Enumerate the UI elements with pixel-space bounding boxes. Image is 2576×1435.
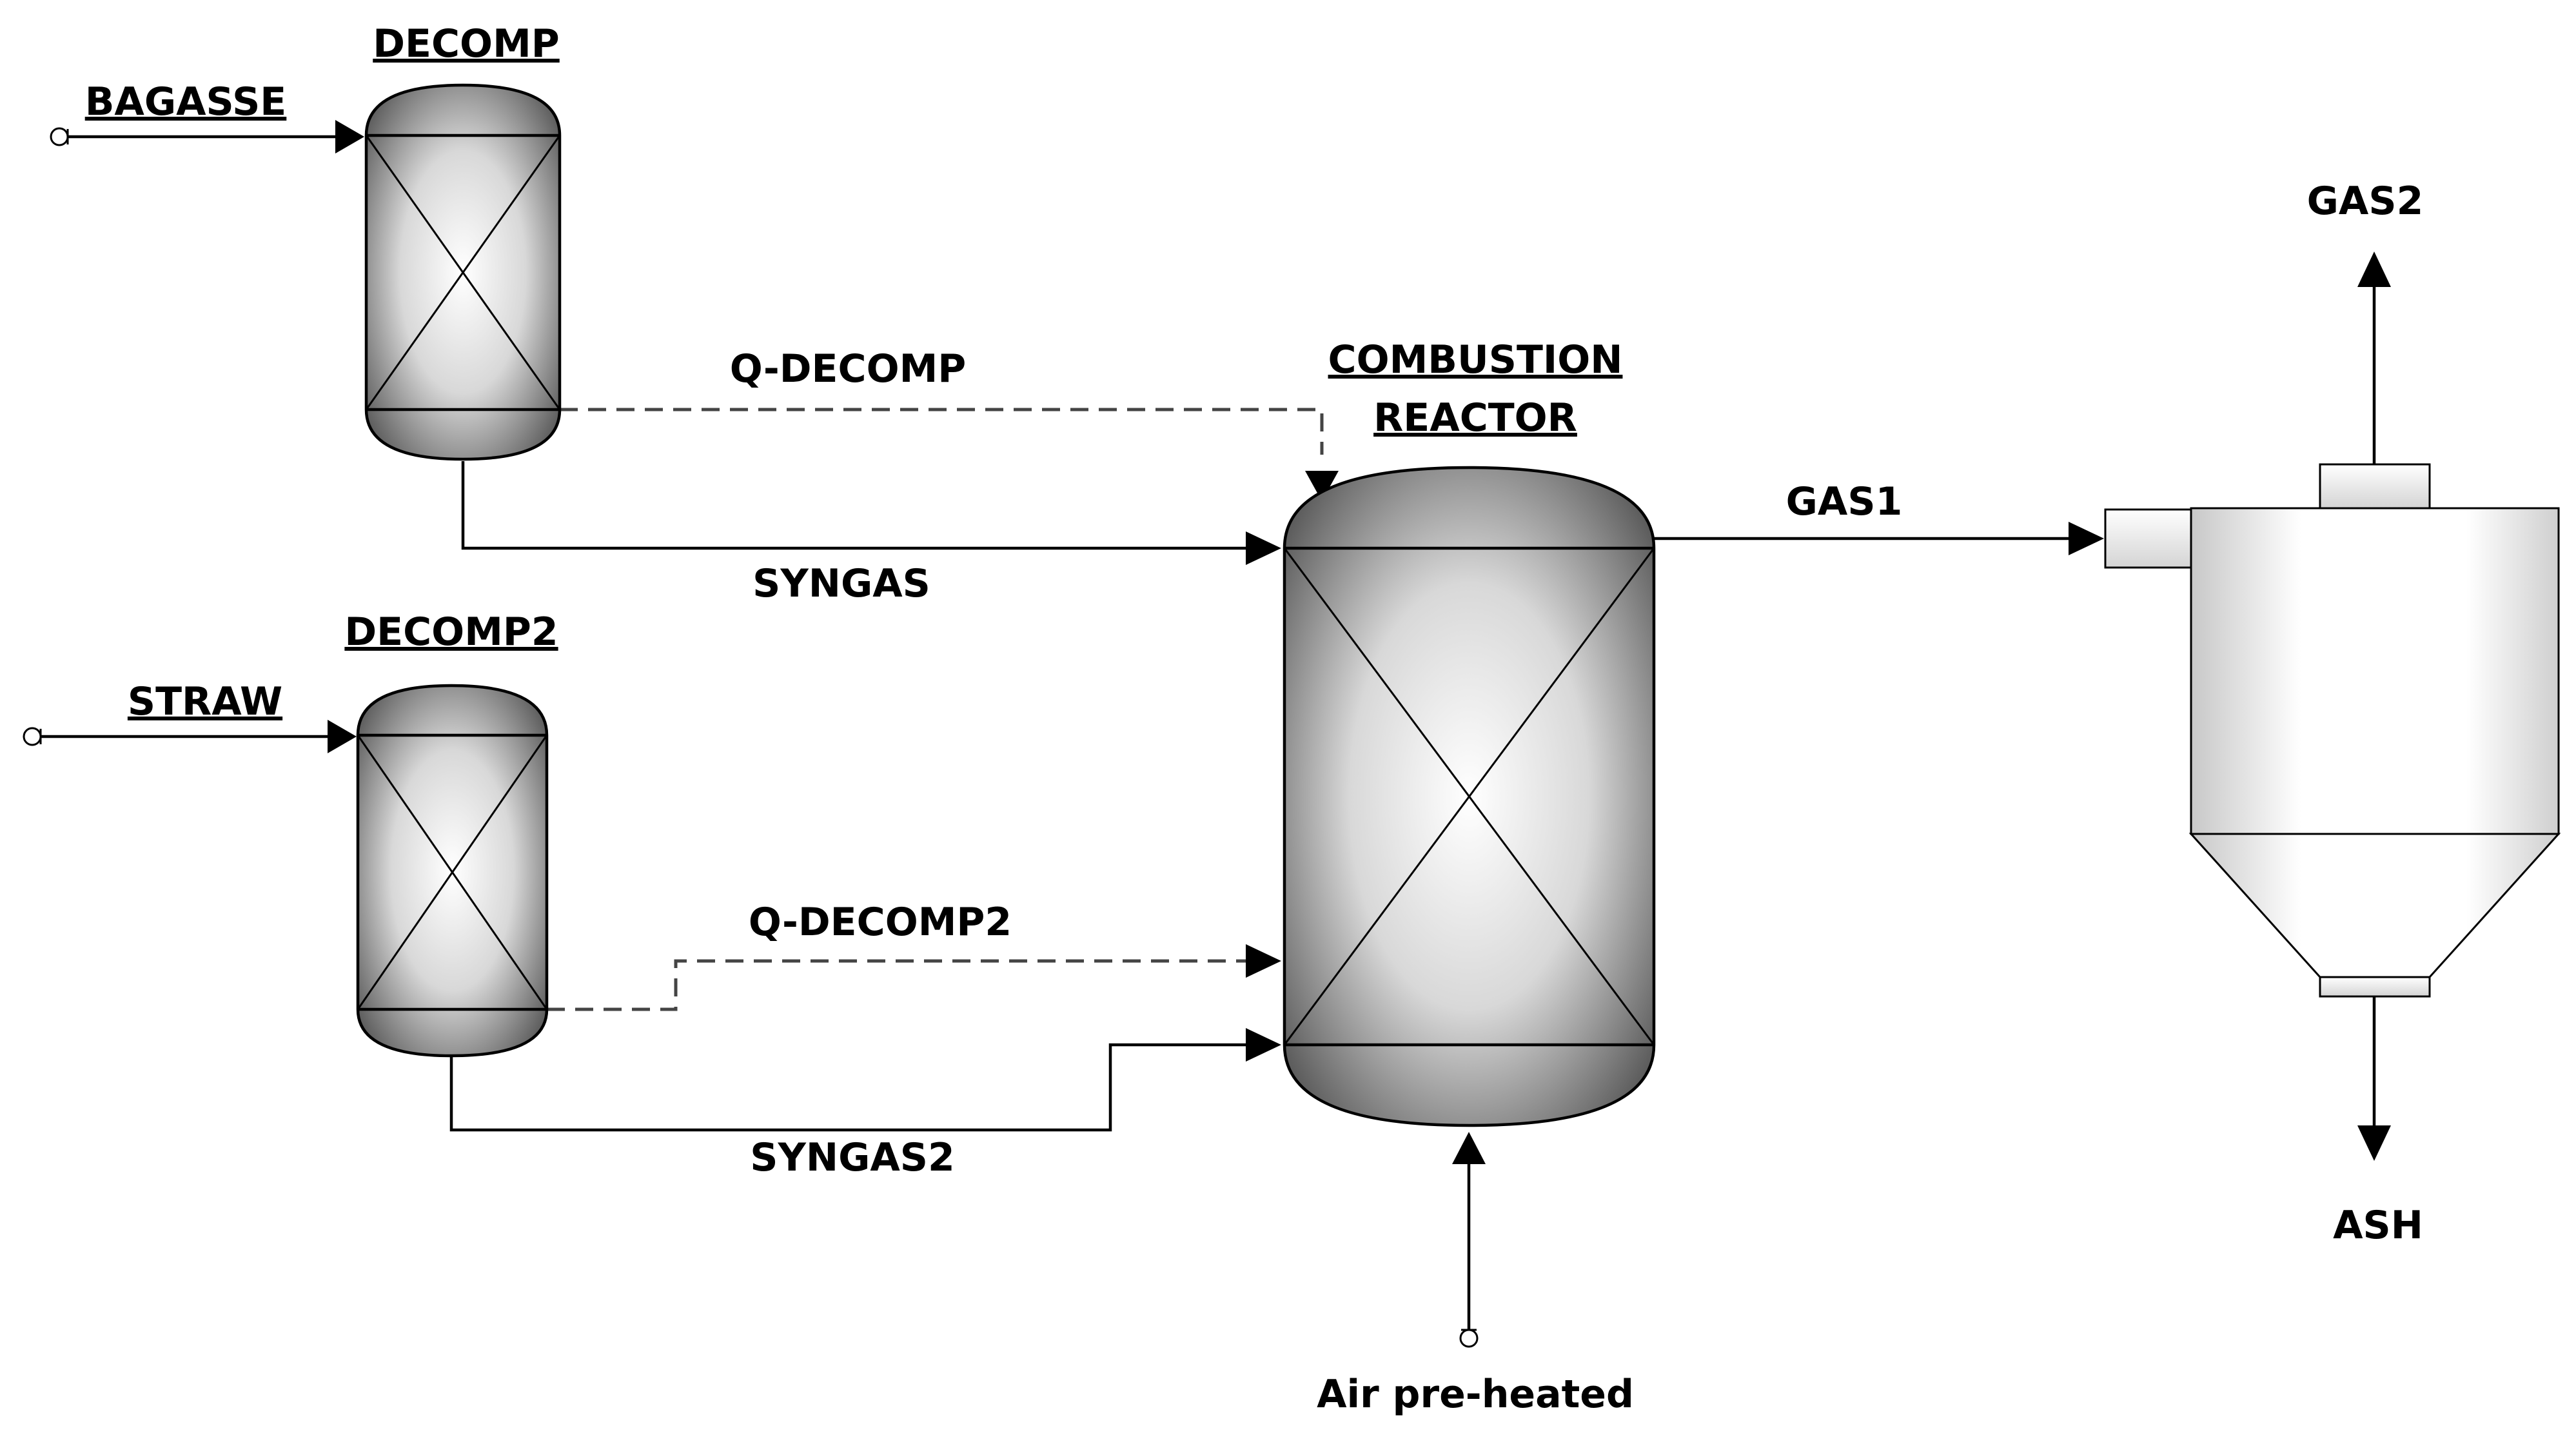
decomp2-label: DECOMP2: [344, 609, 558, 655]
syngas-stream: [461, 461, 1281, 565]
syngas-label: SYNGAS: [752, 561, 930, 606]
q-decomp-label: Q-DECOMP: [730, 346, 967, 391]
air-pre-heated-label: Air pre-heated: [1317, 1372, 1634, 1417]
decomp-label: DECOMP: [373, 21, 560, 66]
straw-feed-connector: [23, 727, 42, 746]
ash-label: ASH: [2333, 1203, 2423, 1248]
straw-label: STRAW: [128, 679, 282, 724]
cyclone-separator[interactable]: [2104, 463, 2561, 998]
q-decomp2-stream: [547, 944, 1281, 1011]
bagasse-feed-connector: [50, 127, 69, 146]
combustion-reactor-label-line2: REACTOR: [1373, 395, 1577, 440]
decomp2-vessel[interactable]: [356, 684, 549, 1058]
gas1-label: GAS1: [1786, 479, 1903, 524]
gas2-label: GAS2: [2307, 179, 2424, 224]
q-decomp-stream: [560, 408, 1339, 501]
straw-stream: [41, 720, 357, 753]
combustion-reactor-vessel[interactable]: [1283, 466, 1656, 1127]
q-decomp2-label: Q-DECOMP2: [749, 900, 1012, 945]
bagasse-label: BAGASSE: [85, 79, 287, 124]
syngas2-stream: [449, 1028, 1281, 1132]
syngas2-label: SYNGAS2: [750, 1135, 955, 1180]
gas2-stream: [2357, 252, 2391, 464]
gas1-stream: [1654, 522, 2104, 555]
decomp-vessel[interactable]: [364, 83, 562, 461]
combustion-reactor-label-line1: COMBUSTION: [1328, 337, 1623, 382]
air-feed-connector: [1459, 1329, 1479, 1348]
air-stream: [1452, 1132, 1486, 1330]
ash-stream: [2357, 996, 2391, 1161]
bagasse-stream: [68, 120, 364, 153]
